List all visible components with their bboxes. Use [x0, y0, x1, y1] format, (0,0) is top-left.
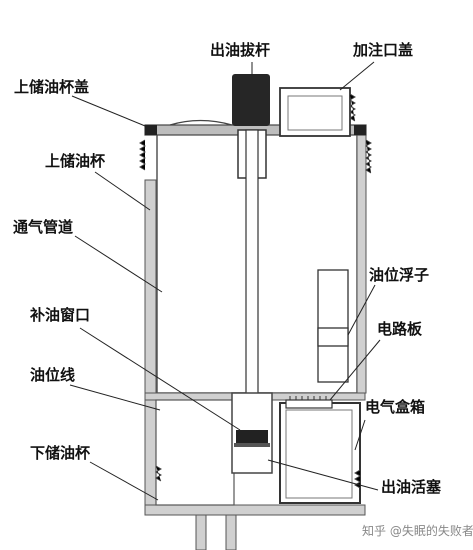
- lower-housing-bottom: [144, 504, 366, 516]
- label-lower-cup: 下储油杯: [30, 444, 91, 462]
- leader-outlet-piston: [267, 459, 379, 491]
- leader-refill-window: [79, 327, 241, 431]
- circuit-board-pins: [289, 396, 327, 400]
- oil-float-marker: [317, 327, 349, 347]
- label-circuit-board: 电路板: [377, 320, 423, 338]
- lower-housing-left: [144, 392, 157, 514]
- upper-cup-right-wall: [356, 134, 367, 394]
- lower-cup-body: [155, 399, 235, 506]
- outlet-pipe-left: [195, 514, 207, 550]
- label-upper-cup: 上储油杯: [45, 152, 106, 170]
- lid-seal-left: [145, 125, 157, 135]
- leader-vent-pipe: [74, 235, 163, 293]
- outlet-piston-head: [234, 443, 270, 447]
- leader-oil-level-line: [69, 384, 161, 411]
- lower-cup-threads: [155, 465, 162, 482]
- label-electric-box: 电气盒箱: [365, 398, 425, 416]
- leader-upper-cup-lid: [71, 95, 151, 129]
- leader-circuit-board: [329, 339, 381, 401]
- lid-threads-right: [365, 139, 372, 174]
- label-vent-pipe: 通气管道: [13, 218, 73, 236]
- label-oil-level-line: 油位线: [30, 366, 75, 384]
- leader-upper-cup: [94, 171, 151, 211]
- labels: 出油拔杆 加注口盖 上储油杯盖 上储油杯 通气管道 油位浮子 补油窗口 电路板 …: [13, 41, 442, 496]
- leader-oil-float: [347, 284, 376, 336]
- oil-float-body: [317, 269, 349, 383]
- structure: [139, 74, 372, 550]
- label-filler-cap: 加注口盖: [352, 41, 413, 59]
- lid-threads-left: [139, 139, 146, 171]
- leader-lower-cup: [89, 461, 159, 501]
- label-outlet-piston: 出油活塞: [381, 478, 442, 496]
- watermark: 知乎 @失眠的失败者: [362, 523, 473, 538]
- leader-lines: [69, 61, 381, 501]
- label-oil-float: 油位浮子: [369, 266, 429, 284]
- lid-seal-right: [354, 125, 366, 135]
- label-outlet-lever: 出油拔杆: [210, 41, 270, 59]
- label-upper-cup-lid: 上储油杯盖: [14, 78, 89, 96]
- leader-electric-box: [354, 419, 366, 451]
- filler-cap-threads: [349, 93, 356, 122]
- outlet-pipe-right: [225, 514, 237, 550]
- label-refill-window: 补油窗口: [29, 306, 90, 324]
- outlet-lever-rod: [245, 129, 259, 431]
- electric-box-inner: [285, 409, 353, 499]
- lid-top-arc: [169, 119, 233, 126]
- upper-cup-left-wall: [144, 179, 157, 399]
- outlet-piston: [236, 430, 268, 444]
- electric-box-threads: [354, 469, 361, 489]
- leader-filler-cap: [339, 61, 375, 91]
- circuit-board: [285, 399, 333, 409]
- outlet-lever-knob: [232, 74, 270, 126]
- filler-cap-inner: [287, 95, 343, 131]
